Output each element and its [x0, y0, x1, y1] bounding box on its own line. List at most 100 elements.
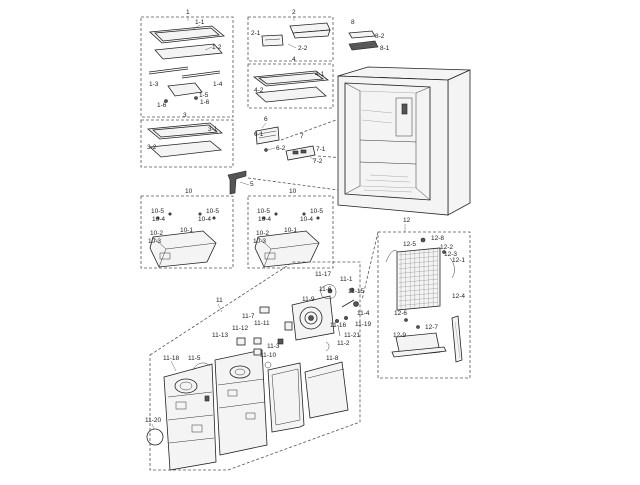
label-b10-4b: 10-4 [300, 216, 313, 223]
label-12-5: 12-5 [403, 241, 416, 248]
label-3-1: 3-1 [208, 126, 218, 133]
label-2-1: 2-1 [251, 30, 261, 37]
label-11-10: 11-10 [260, 352, 277, 359]
label-11-8: 11-8 [326, 355, 339, 362]
label-8-2: 8-2 [375, 33, 385, 40]
label-b10-5a: 10-5 [257, 208, 270, 215]
label-11-17: 11-17 [315, 271, 332, 278]
cabinet-light-housing [395, 97, 413, 137]
group-12-back-panel: 12 12-5 12-8 12-2 12-3 12-1 12-4 12-6 12… [361, 217, 471, 379]
lower-shelf-frame-part [147, 122, 223, 140]
label-a10-3: 10-3 [148, 238, 161, 245]
label-b10-4a: 10-4 [258, 216, 271, 223]
group-10a-box [140, 195, 234, 269]
label-12-8: 12-8 [431, 235, 444, 242]
label-1-6a: 1-6 [157, 102, 167, 109]
label-12-4: 12-4 [452, 293, 465, 300]
group-10-crisper-left: 10 10-5 10-5 10-4 10-4 10-1 10-2 10-3 [140, 188, 234, 269]
upper-shelf-glass-part [255, 86, 327, 103]
group-8-small-door-bin: 8 8-2 8-1 [348, 19, 390, 52]
label-b10-1: 10-1 [284, 227, 297, 234]
label-11-2: 11-2 [337, 340, 350, 347]
label-8-1: 8-1 [380, 45, 390, 52]
group-4-box [247, 63, 334, 109]
label-a10-1: 10-1 [180, 227, 193, 234]
label-a10-5a: 10-5 [151, 208, 164, 215]
label-12-1: 12-1 [452, 257, 465, 264]
label-11-12: 11-12 [232, 325, 249, 332]
group-4-label: 4 [292, 56, 296, 63]
control-panel-part [285, 145, 316, 161]
group-2-box [247, 16, 334, 62]
duct-cover-part [304, 361, 349, 419]
side-bar-part [451, 315, 463, 363]
label-a10-4a: 10-4 [152, 216, 165, 223]
label-11-5: 11-5 [188, 355, 201, 362]
group-11-door-assembly: 11 [145, 261, 372, 471]
label-b10-3: 10-3 [253, 238, 266, 245]
refrigerator-cabinet [337, 66, 471, 216]
small-bin-part [348, 40, 379, 51]
label-11-21: 11-21 [344, 332, 361, 339]
group-2-door-bin: 2 2-1 2-2 [247, 9, 334, 62]
bracket-part [227, 170, 247, 195]
insulation-block-part [267, 362, 305, 433]
heater-wire-part [385, 250, 399, 263]
label-1-2: 1-2 [212, 44, 222, 51]
cabinet-side-part [447, 69, 471, 216]
group-5-label: 5 [250, 181, 254, 188]
label-1-5: 1-5 [199, 92, 209, 99]
small-shelf-bin-part [167, 82, 203, 97]
label-12-7: 12-7 [425, 324, 438, 331]
group-3-lower-shelf: 3 3-1 3-2 [140, 112, 234, 168]
label-11-7: 11-7 [242, 313, 255, 320]
label-11-19: 11-19 [355, 321, 372, 328]
label-7-2: 7-2 [313, 158, 323, 165]
label-12-6: 12-6 [394, 310, 407, 317]
label-4-1: 4-1 [315, 71, 325, 78]
group-10-crisper-right: 10 10-5 10-5 10-4 10-4 10-1 10-2 10-3 [247, 188, 334, 269]
group-3-box [140, 119, 234, 168]
label-1-4: 1-4 [213, 81, 223, 88]
door-liner-part [163, 363, 217, 471]
label-2-2: 2-2 [298, 45, 308, 52]
crisper-drawer-left-part [149, 230, 217, 268]
label-a10-4b: 10-4 [198, 216, 211, 223]
label-a10-2: 10-2 [150, 230, 163, 237]
label-11-1: 11-1 [340, 276, 353, 283]
label-11-4: 11-4 [357, 310, 370, 317]
label-a10-5b: 10-5 [206, 208, 219, 215]
group-12-label: 12 [403, 217, 411, 224]
fan-motor-part [353, 301, 359, 307]
shelf-glass-part [154, 43, 223, 60]
label-11-16: 11-16 [330, 322, 347, 329]
group-8-label: 8 [351, 19, 355, 26]
group-6-7-5-controls: 6 6-1 6-2 7 7-1 7-2 5 [227, 116, 346, 195]
label-11-11: 11-11 [254, 320, 270, 327]
group-1-box [140, 16, 234, 118]
group-1-label: 1 [186, 9, 190, 16]
label-11-3: 11-3 [267, 343, 280, 350]
label-6-2: 6-2 [276, 145, 286, 152]
label-11-20: 11-20 [145, 417, 162, 424]
gasket-ring-part [146, 428, 164, 446]
group-11-box [149, 261, 361, 471]
label-6-1: 6-1 [254, 131, 264, 138]
group-3-label: 3 [183, 112, 187, 119]
lower-shelf-glass-part [149, 140, 222, 158]
group-4-shelf: 4 4-1 4-2 [247, 56, 334, 109]
shelf-frame-part [149, 25, 225, 44]
group-12-box [377, 231, 471, 379]
fan-blade-part [319, 284, 337, 299]
small-bin-lid-part [348, 30, 376, 39]
door-bin-cover-part [261, 34, 284, 47]
label-11-9: 11-9 [302, 296, 315, 303]
label-3-2: 3-2 [147, 144, 157, 151]
label-11-6: 11-6 [319, 286, 332, 293]
group-1-shelf-assembly: 1 1-1 1-2 1-3 1-4 1-5 1-6 1-6 [140, 9, 234, 118]
label-11-18: 11-18 [163, 355, 180, 362]
label-12-9: 12-9 [393, 332, 406, 339]
group-11-label: 11 [216, 297, 223, 304]
